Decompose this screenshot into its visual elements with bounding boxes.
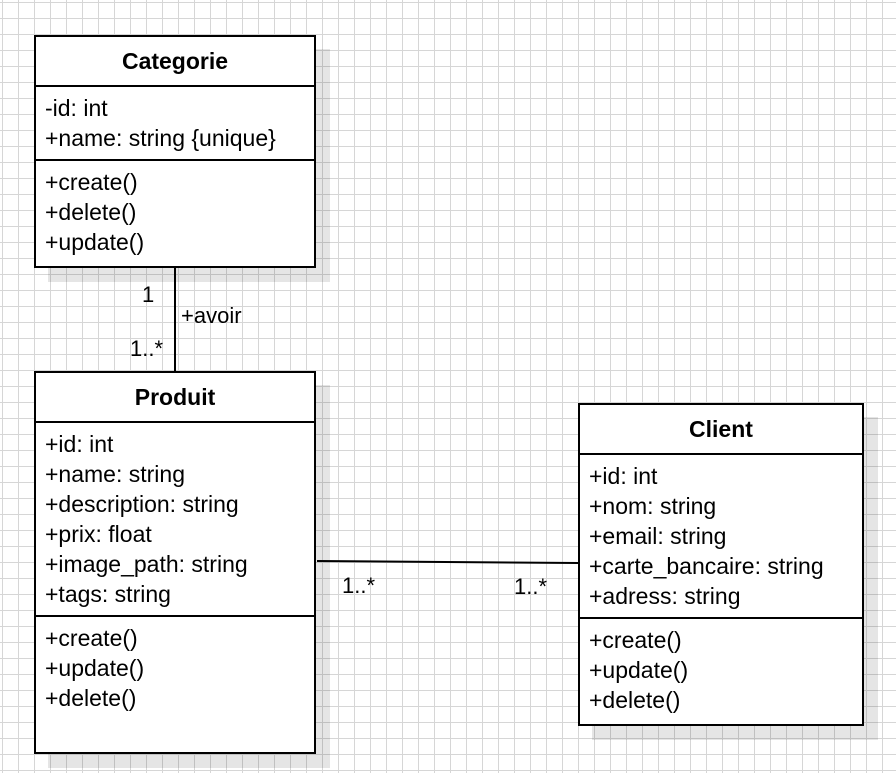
method-row: +create() xyxy=(45,625,138,651)
attribute-row: +name: string xyxy=(45,461,185,487)
class-categorie[interactable]: Categorie -id: int +name: string {unique… xyxy=(34,35,316,268)
attribute-row: +description: string xyxy=(45,491,239,517)
attribute-row: +prix: float xyxy=(45,521,152,547)
class-categorie-name: Categorie xyxy=(36,37,314,87)
class-categorie-attributes: -id: int +name: string {unique} xyxy=(36,87,314,161)
method-row: +delete() xyxy=(589,687,681,713)
attribute-row: +id: int xyxy=(45,431,114,457)
attribute-row: +adress: string xyxy=(589,583,741,609)
method-row: +delete() xyxy=(45,685,137,711)
multiplicity-categorie-side: 1 xyxy=(142,282,155,307)
association-line-produit-client[interactable] xyxy=(316,560,579,564)
attribute-row: +email: string xyxy=(589,523,727,549)
class-produit[interactable]: Produit +id: int +name: string +descript… xyxy=(34,371,316,754)
attribute-row: +image_path: string xyxy=(45,551,248,577)
method-row: +update() xyxy=(45,229,145,255)
class-client-attributes: +id: int +nom: string +email: string +ca… xyxy=(580,455,862,619)
class-produit-name: Produit xyxy=(36,373,314,423)
method-row: +update() xyxy=(589,657,689,683)
class-categorie-methods: +create() +delete() +update() xyxy=(36,161,314,263)
class-produit-methods: +create() +update() +delete() xyxy=(36,617,314,719)
class-produit-attributes: +id: int +name: string +description: str… xyxy=(36,423,314,617)
class-client[interactable]: Client +id: int +nom: string +email: str… xyxy=(578,403,864,726)
method-row: +update() xyxy=(45,655,145,681)
attribute-row: +carte_bancaire: string xyxy=(589,553,824,579)
method-row: +create() xyxy=(589,627,682,653)
attribute-row: +tags: string xyxy=(45,581,171,607)
attribute-row: +nom: string xyxy=(589,493,717,519)
role-label-avoir: +avoir xyxy=(181,303,242,328)
attribute-row: +name: string {unique} xyxy=(45,125,276,151)
attribute-row: -id: int xyxy=(45,95,108,121)
attribute-row: +id: int xyxy=(589,463,658,489)
method-row: +create() xyxy=(45,169,138,195)
multiplicity-produit-client-target: 1..* xyxy=(514,574,548,599)
multiplicity-produit-side: 1..* xyxy=(130,336,164,361)
class-client-name: Client xyxy=(580,405,862,455)
class-client-methods: +create() +update() +delete() xyxy=(580,619,862,721)
method-row: +delete() xyxy=(45,199,137,225)
multiplicity-produit-client-source: 1..* xyxy=(342,573,376,598)
